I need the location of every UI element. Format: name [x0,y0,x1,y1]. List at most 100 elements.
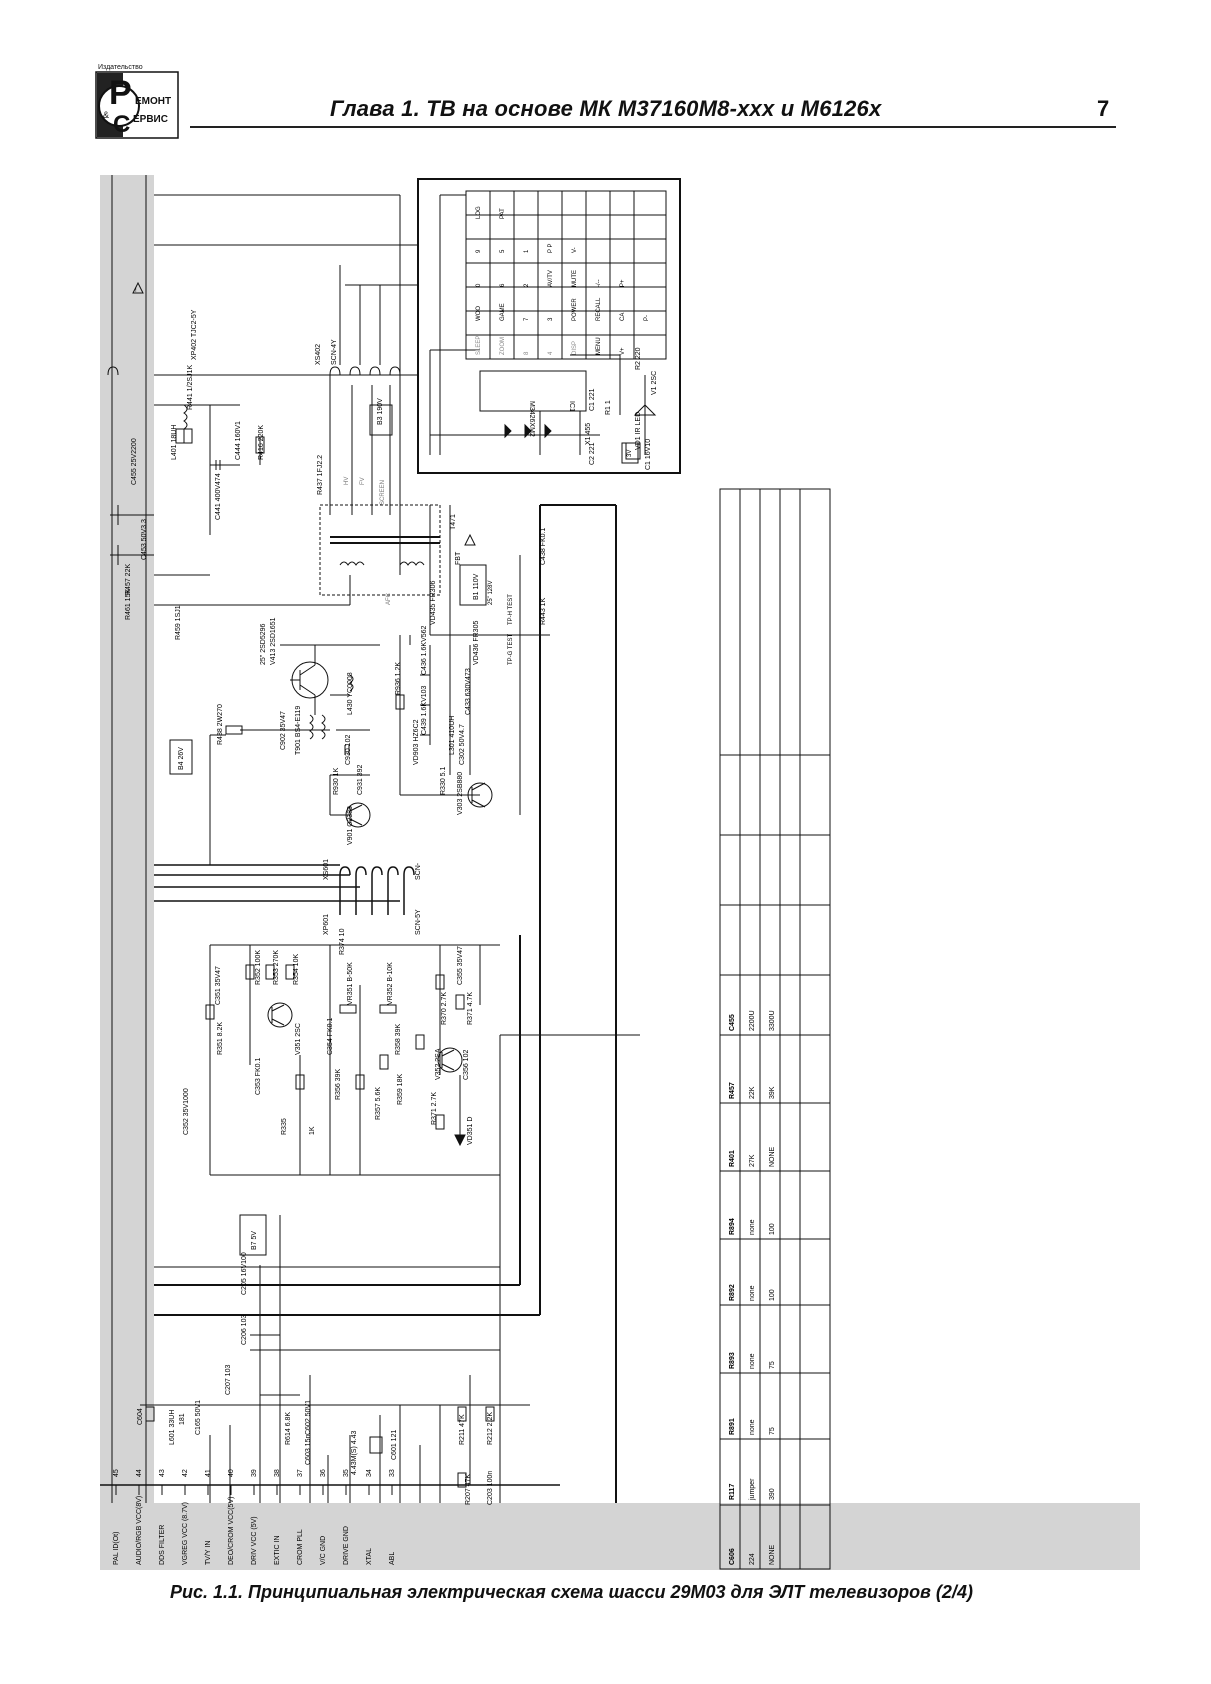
logo-letter-r: Р [109,74,132,112]
pin-name: DEO/CROM VCC(5V) [228,1497,235,1565]
table-header-cell: R891 [729,1418,736,1435]
label-vd351: VD351 D [467,1117,474,1145]
pin-number: 38 [274,1469,281,1477]
label-c444: C444 160V1 [235,421,242,460]
remote-key-label: CA [620,313,626,321]
pin-name: TV/Y IN [205,1541,212,1565]
label-t901: T901 BS4-E119 [295,706,302,755]
table-header-cell: R892 [729,1284,736,1301]
label-c302: C302 50V4.7 [459,724,466,765]
label-r357: R357 5.6K [375,1087,382,1120]
pin-number: 34 [366,1469,373,1477]
label-c603: C603 15n [305,1435,312,1465]
label-scn-: SCN- [415,862,422,880]
label-c354: C354 FK0.1 [327,1018,334,1055]
label-remote-r2: R2 220 [635,347,642,370]
label-l430: L430 YC0008 [347,672,354,715]
label-r930: R930 1K [333,767,340,795]
table-cell: 100 [769,1289,776,1301]
table-cell: none [749,1419,756,1435]
chapter-title: Глава 1. ТВ на основе МК M37160M8-xxx и … [330,96,882,121]
label-vr352: VR352 B-10K [387,962,394,1005]
label-vr351: VR351 B-50K [347,962,354,1005]
variant-table-grid [719,488,831,1570]
label-l601: L601 33UH [169,1410,176,1445]
header-divider [190,126,1116,128]
page-number: 7 [1097,96,1110,121]
label-t471: T471 [450,514,457,530]
label-tph: TP-H TEST [508,594,514,625]
label-v352: V352 2SA [435,1048,442,1080]
table-header-cell: R401 [729,1150,736,1167]
table-cell: 390 [769,1488,776,1500]
table-header-cell: R117 [729,1484,736,1500]
label-r335-value: 1K [309,1126,316,1135]
remote-key-label: 5 [500,249,506,253]
remote-key-label: 1 [524,249,530,253]
label-r335: R335 [281,1118,288,1135]
remote-key-label: GAME [500,303,506,321]
label-remote-vd1: VD1 IR LED [635,412,642,450]
label-remote-c1: C1 16V10 [645,439,652,470]
svg-text:!: ! [135,288,137,294]
figure-caption: Рис. 1.1. Принципиальная электрическая с… [170,1582,973,1602]
label-b4: B4 26V [178,747,185,770]
label-v413-alt: 25" 2SD5296 [260,623,267,665]
remote-key-label: 7 [524,317,530,321]
pin-name: CROM PLL [297,1529,304,1565]
pin-number: 33 [389,1469,396,1477]
pin-name: AUDIO/RGB VCC(8V) [136,1496,143,1565]
remote-key-label: AV/TV [548,270,554,287]
label-remote-c2: C2 221 [589,442,596,465]
pin-name: VGREG VCC (8.7V) [182,1502,189,1565]
pin-name: PAL ID(Ot) [113,1532,120,1565]
table-cell: 27K [749,1154,756,1167]
pin-name: XTAL [366,1548,373,1565]
remote-key-label: 9 [476,249,482,253]
label-c353: C353 FK0.1 [255,1058,262,1095]
label-vd435: VD435 FR306 [430,581,437,625]
table-header-cell: C606 [729,1548,736,1565]
pin-name: ABL [389,1552,396,1565]
pin-number: 35 [343,1469,350,1477]
label-c203: C203 100n [487,1471,494,1505]
logo-amp: & [103,110,109,120]
remote-key-label: -/-- [596,279,602,287]
label-c441: C441 400V474 [215,473,222,520]
remote-key-label: ZOOM [500,337,506,355]
pin-number: 36 [320,1469,327,1477]
remote-key-label: MENU [596,337,602,355]
table-header-cell: R894 [729,1218,736,1235]
label-hv: HV [344,477,350,485]
label-r330: R330 5.1 [440,766,447,795]
remote-key-label: V- [572,247,578,253]
remote-keypad-matrix [429,190,667,460]
label-l601-value: 181 [179,1413,186,1425]
label-remote-ic-ref: IC1 [568,401,575,412]
label-c207: C207 103 [225,1365,232,1395]
warning-icon-2 [464,533,476,546]
pin-number: 42 [182,1469,189,1477]
label-c602: C602 50V1 [305,1400,312,1435]
label-r352: R352 100K [255,950,262,985]
remote-key-label: LOG [476,206,482,219]
label-r211: R211 47K [459,1414,466,1445]
label-v303: V303 2SB880 [457,772,464,815]
b4-box [169,739,193,775]
table-cell: 75 [769,1427,776,1435]
warning-icon [132,281,144,294]
label-remote-x1: X1 455 [585,423,592,445]
label-fbt: FBT [455,551,462,565]
label-c351: C351 35V47 [215,966,222,1005]
label-r212: R212 2.2K [487,1412,494,1445]
label-vd903: VD903 HZ6C2 [413,719,420,765]
label-l301: L301 410UH [449,716,456,755]
pin-name: V/C GND [320,1536,327,1565]
label-xp601: XP601 [323,914,330,935]
label-c604: C604 [137,1408,144,1425]
left-grey-band [100,175,154,1570]
label-c205: C205 16V100 [241,1252,248,1295]
table-header-cell: R893 [729,1352,736,1369]
table-cell: NONE [769,1146,776,1167]
table-header-cell: R457 [729,1082,736,1099]
